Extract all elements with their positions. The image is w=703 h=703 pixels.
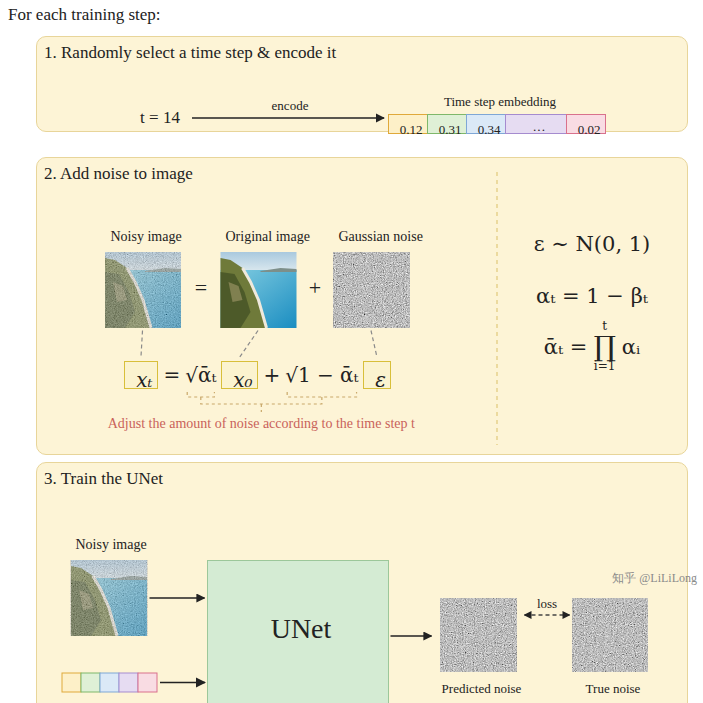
image-caption: True noise <box>579 676 641 697</box>
image-caption: Noisy image <box>70 537 148 553</box>
cell-value: ··· <box>526 115 546 139</box>
cell-value: 0.12 <box>393 115 423 139</box>
step-panel: 1. Randomly select a time step & encode … <box>36 36 688 132</box>
formula: αᵢ <box>622 335 640 359</box>
image-caption: Original image <box>220 229 297 245</box>
step-heading: 3. Train the UNet <box>37 463 687 489</box>
math-symbol: ε <box>368 362 386 392</box>
product-symbol: ∏ <box>593 331 615 363</box>
equation-term-box: xₜ <box>124 361 158 389</box>
math-limit: i=1 <box>594 360 616 374</box>
plus-sign: + <box>309 275 321 300</box>
formula: ε ∼ N(0, 1) <box>534 232 651 256</box>
watermark: 知乎 @LiLiLong <box>612 572 697 586</box>
cell-value: 0.02 <box>571 115 601 139</box>
equation-term-box: ε <box>363 361 391 389</box>
image-tile: Predicted noise <box>434 598 523 697</box>
equals-sign: = <box>195 275 207 300</box>
image-tile: True noise <box>572 598 648 697</box>
embedding-cell: 0.31 <box>427 114 467 134</box>
embedding-vector: Time step embedding 0.120.310.34···0.02 <box>388 88 606 134</box>
math-symbol: xₜ <box>129 362 152 392</box>
plus-sign: + <box>263 364 280 387</box>
time-step-label: t = 14 <box>140 108 180 128</box>
embedding-cell: ··· <box>505 114 567 134</box>
step-heading: 2. Add noise to image <box>37 158 687 184</box>
equals-sign: = <box>163 364 180 387</box>
image-tile: Gaussian noise <box>333 229 410 328</box>
cell-value: 0.31 <box>432 115 462 139</box>
math-limit: t <box>602 320 607 334</box>
unet-block: UNet <box>207 560 389 703</box>
equation-term-box: x₀ <box>221 361 258 389</box>
formula: αₜ = 1 − βₜ <box>536 284 648 308</box>
cell-value: 0.34 <box>471 115 501 139</box>
block-label: UNet <box>208 561 388 645</box>
embedding-cell: 0.34 <box>466 114 506 134</box>
image-caption: Noisy image <box>105 229 181 245</box>
formula: ᾱₜ = <box>544 335 588 359</box>
arrow-label: encode <box>272 99 309 114</box>
step-heading: 1. Randomly select a time step & encode … <box>37 37 687 63</box>
vector-caption: Time step embedding <box>437 88 556 110</box>
math-term: √ᾱₜ <box>185 364 216 387</box>
embedding-cell: 0.02 <box>566 114 606 134</box>
math-symbol: x₀ <box>226 362 252 392</box>
image-caption: Predicted noise <box>435 676 522 697</box>
edge-label: loss <box>537 597 557 612</box>
step-panel: 3. Train the UNetNoisy imageUNetPredicte… <box>36 462 688 703</box>
image-tile: Noisy image <box>105 229 181 328</box>
annotation-note: Adjust the amount of noise according to … <box>108 416 415 432</box>
image-caption: Gaussian noise <box>333 229 410 245</box>
math-term: √1 − ᾱₜ <box>285 364 358 387</box>
image-tile: Noisy image <box>70 537 148 636</box>
embedding-cell: 0.12 <box>388 114 428 134</box>
image-tile: Original image <box>220 229 297 328</box>
page-title: For each training step: <box>8 5 161 25</box>
